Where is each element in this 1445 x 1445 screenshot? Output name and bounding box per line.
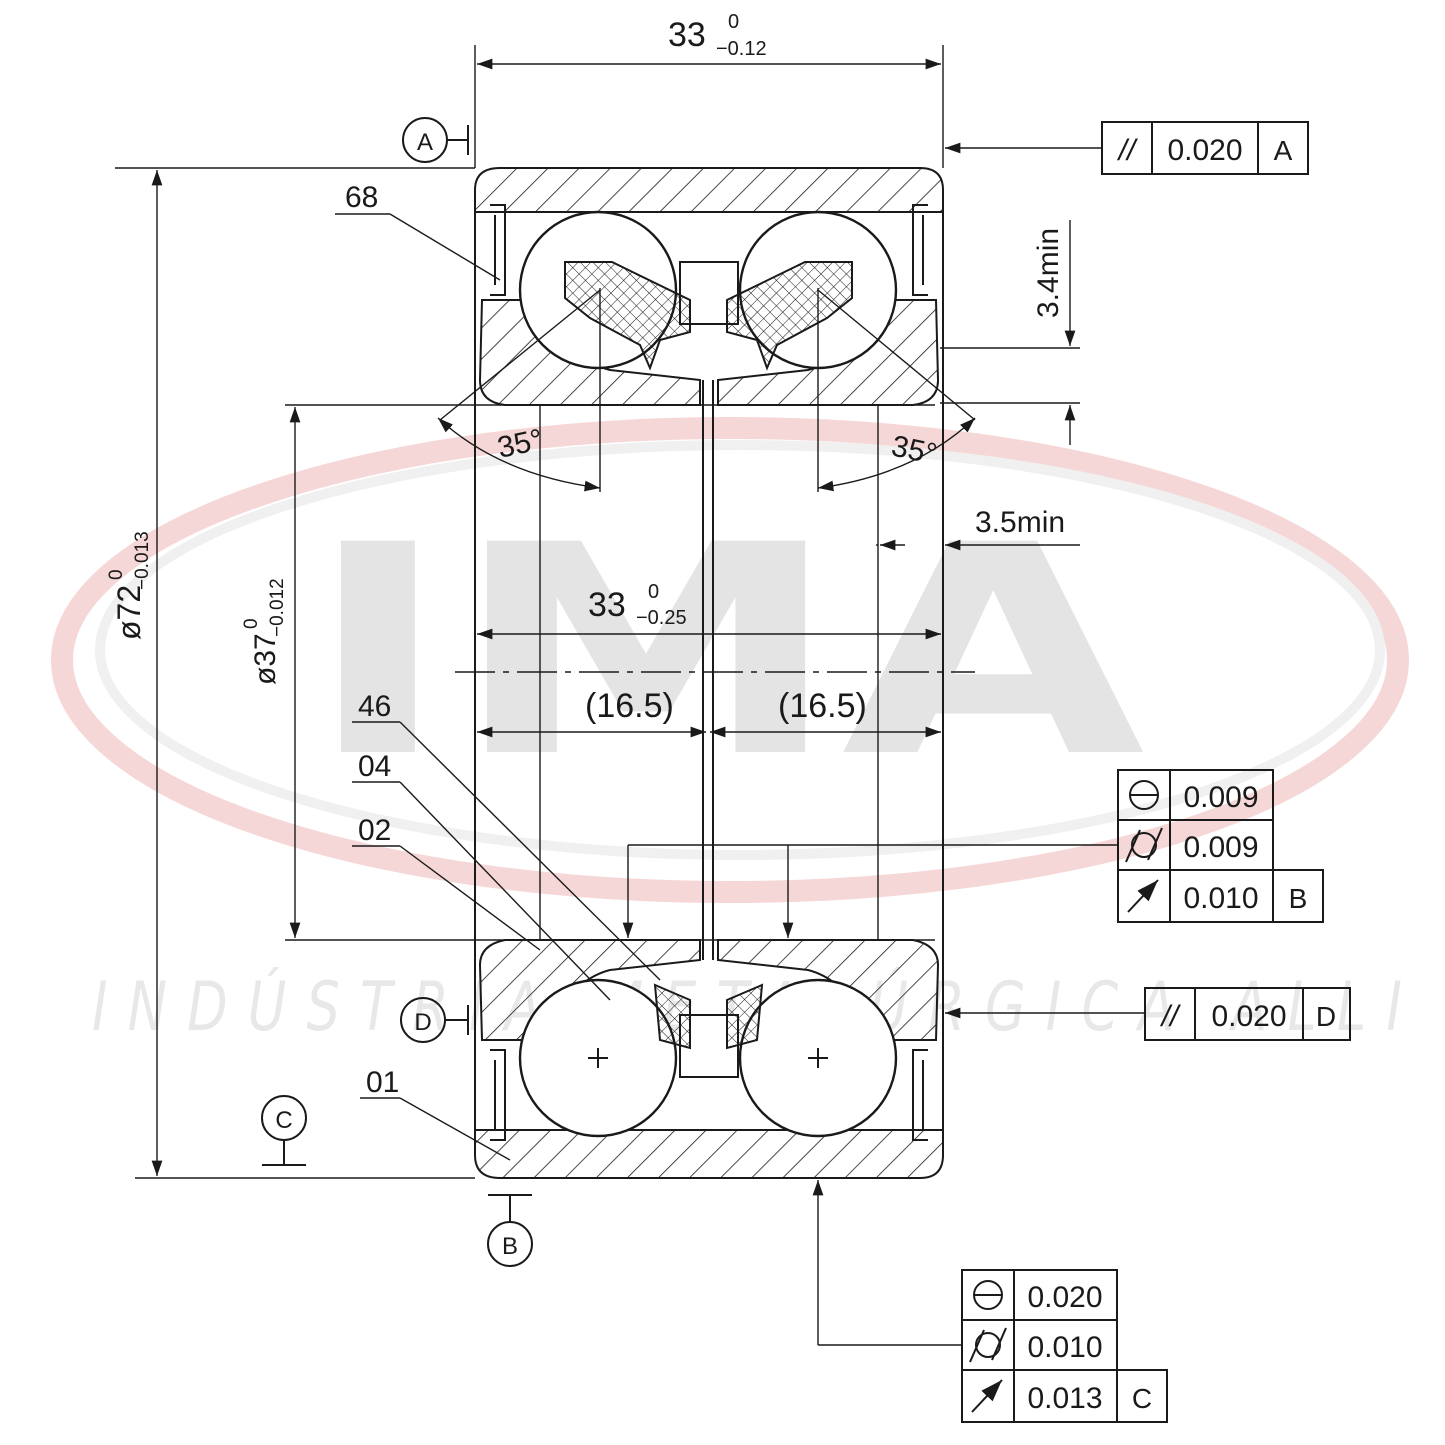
dim-half-right: (16.5) (778, 687, 867, 725)
part-04: 04 (358, 750, 391, 783)
watermark: IMA INDÚSTRIA METALÚRGICA ALLI (51, 417, 1409, 1047)
dim-inner-dia-lower: −0.012 (267, 578, 288, 637)
watermark-ring (51, 417, 1409, 903)
part-01: 01 (366, 1066, 399, 1099)
dimension-texts: 33 0 −0.12 33 0 −0.25 (16.5) (16.5) ø72 … (106, 11, 1065, 725)
datum-b-label: B (502, 1233, 518, 1260)
part-callouts: 68 46 04 02 01 (335, 181, 661, 1161)
cage-bottom-left (653, 983, 691, 1050)
part-02: 02 (358, 814, 391, 847)
outer-ring-top (474, 167, 944, 213)
part-68: 68 (345, 181, 378, 214)
tol-mid-runout: 0.010 (1183, 882, 1258, 915)
outer-ring-bottom (474, 1129, 944, 1179)
tol-d-value: 0.020 (1211, 1000, 1286, 1033)
datum-d: D (400, 997, 469, 1043)
tolerance-frame-bottom: 0.020 0.010 0.013 C (812, 1180, 1168, 1423)
dim-inner-width-lower: −0.25 (636, 607, 687, 629)
tol-bot-datum: C (1132, 1383, 1152, 1414)
seal-bottom-left (490, 1049, 506, 1141)
dim-inner-dia: ø37 (249, 633, 282, 685)
tol-bot-runout: 0.013 (1027, 1382, 1102, 1415)
tol-top-symbol: // (1117, 134, 1138, 167)
tol-mid-roundness: 0.009 (1183, 781, 1258, 814)
datum-d-label: D (414, 1009, 431, 1036)
dim-top-width-upper: 0 (728, 11, 739, 33)
dim-outer-dia-upper: 0 (106, 569, 127, 580)
watermark-logo: IMA (305, 484, 1148, 821)
datum-b: B (487, 1194, 533, 1267)
seal-top-right (912, 204, 928, 296)
tolerance-frame-d: // 0.020 D (945, 987, 1351, 1041)
dim-inner-dia-upper: 0 (241, 618, 262, 629)
dimension-lines (115, 45, 1080, 1179)
tol-top-value: 0.020 (1167, 134, 1242, 167)
tol-mid-datum: B (1289, 883, 1308, 914)
cage-bottom-right (726, 983, 764, 1050)
tolerance-frame-top: // 0.020 A (945, 121, 1309, 175)
dim-3-4-min: 3.4min (1032, 228, 1065, 318)
bearing-top-section (474, 167, 944, 406)
datum-a-label: A (417, 129, 433, 156)
datum-c-label: C (275, 1107, 292, 1134)
dim-top-width-lower: −0.12 (716, 38, 767, 60)
bore-outline (455, 190, 975, 1155)
dim-half-left: (16.5) (585, 687, 674, 725)
seal-bottom-right (912, 1049, 928, 1141)
tol-bot-cylindricity: 0.010 (1027, 1331, 1102, 1364)
datum-c: C (261, 1095, 307, 1166)
dim-inner-width-upper: 0 (648, 581, 659, 603)
dim-outer-dia: ø72 (111, 585, 147, 640)
dim-3-5-min: 3.5min (975, 506, 1065, 539)
tol-top-datum: A (1274, 135, 1293, 166)
dim-outer-dia-lower: −0.013 (132, 531, 153, 590)
tol-bot-roundness: 0.020 (1027, 1281, 1102, 1314)
part-46: 46 (358, 690, 391, 723)
tol-d-symbol: // (1160, 1000, 1181, 1033)
seal-top-left (490, 204, 506, 296)
tolerance-frame-mid: 0.009 0.009 0.010 B (622, 769, 1324, 938)
dim-inner-width: 33 (588, 586, 626, 624)
tol-d-datum: D (1316, 1001, 1336, 1032)
tol-mid-cylindricity: 0.009 (1183, 831, 1258, 864)
datum-a: A (402, 117, 469, 163)
dim-top-width: 33 (668, 16, 706, 54)
